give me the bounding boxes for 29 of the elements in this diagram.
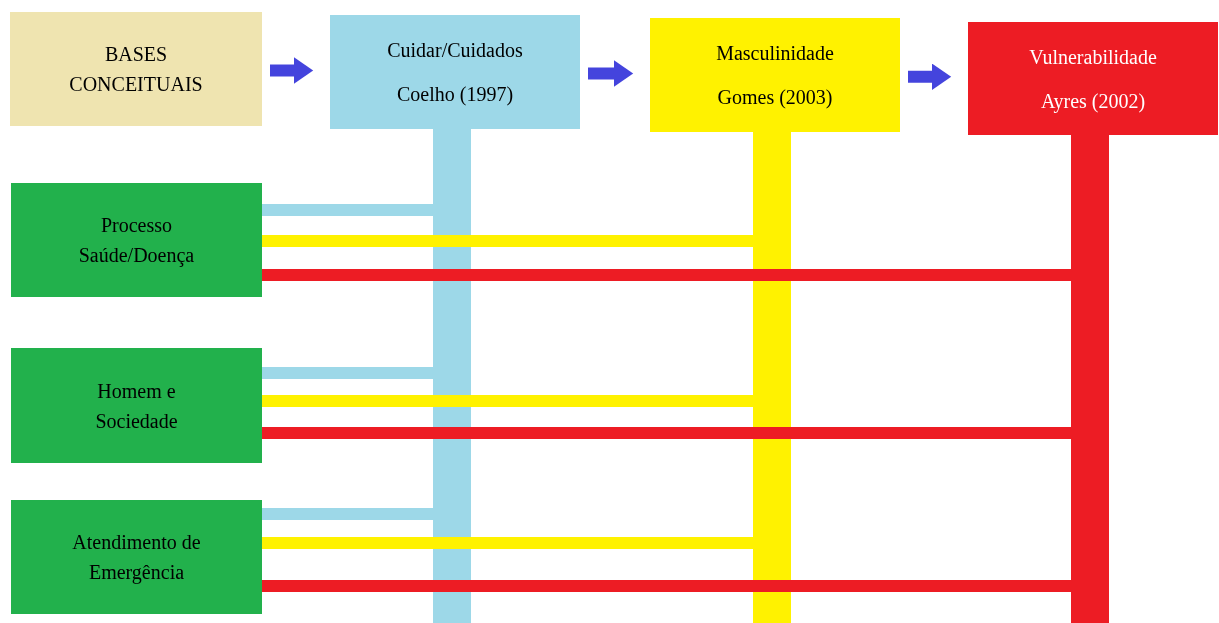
connector-line (262, 204, 433, 216)
block-arrow (908, 63, 952, 90)
box-label: BASES CONCEITUAIS (68, 42, 204, 97)
connector-line (262, 580, 1071, 592)
concept-box (10, 12, 262, 126)
box-label: Processo Saúde/Doença (77, 213, 196, 269)
theme-box (11, 500, 262, 614)
block-arrow (270, 57, 314, 84)
connector-line (262, 269, 1071, 281)
concept-box (330, 15, 580, 129)
box-label: Homem e Sociedade (94, 378, 179, 434)
connector-line (262, 508, 433, 520)
box-label: Cuidar/Cuidados (387, 38, 523, 63)
connector-line (262, 395, 753, 407)
connector-line (262, 235, 753, 247)
box-label: Atendimento de Emergência (71, 530, 202, 586)
box-label: Coelho (1997) (396, 82, 514, 108)
block-arrow (588, 60, 634, 87)
box-label: Masculinidade (716, 41, 834, 66)
connector-line (262, 367, 433, 379)
connector-line (262, 537, 753, 549)
box-label: Vulnerabilidade (1029, 44, 1157, 70)
box-label: Gomes (2003) (717, 85, 833, 111)
theme-box (11, 348, 262, 463)
theme-box (11, 183, 262, 297)
box-label: Ayres (2002) (1040, 88, 1146, 115)
concept-box (650, 18, 900, 132)
concept-box (968, 22, 1218, 135)
connector-line (262, 427, 1071, 439)
